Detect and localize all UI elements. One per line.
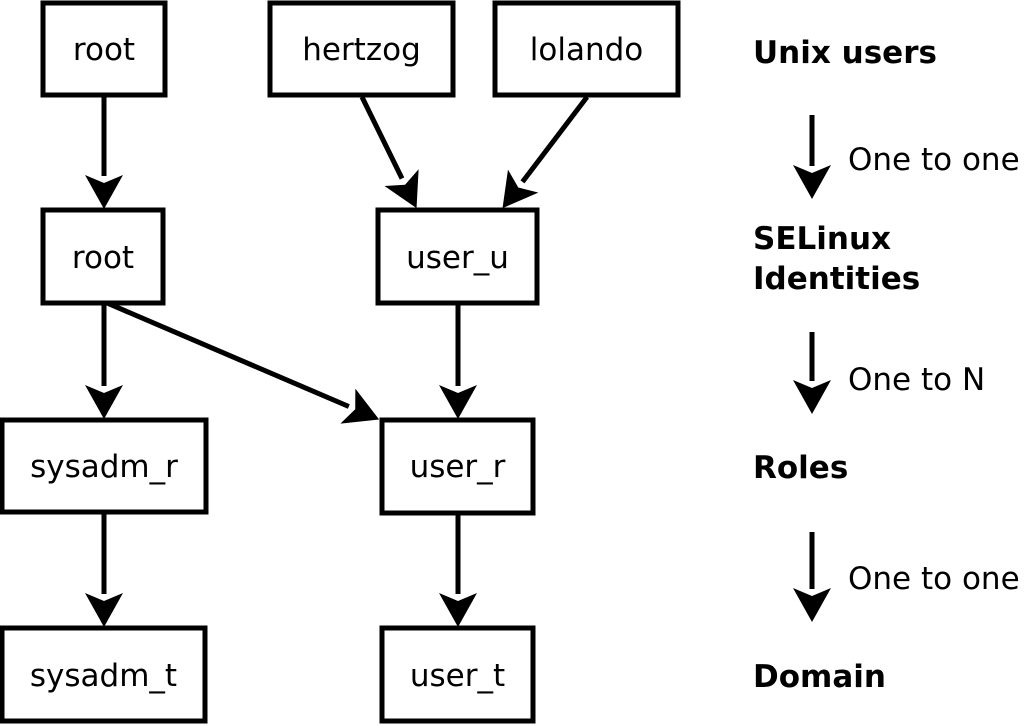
- legend-label-one-to-one-2: One to one: [848, 561, 1020, 597]
- box-role-user-r-label: user_r: [410, 449, 506, 485]
- box-domain-user-t: [379, 625, 536, 724]
- box-identity-user-u-label: user_u: [406, 240, 509, 276]
- legend-stage-identities: Identities: [753, 261, 920, 297]
- diagram-boxes: [0, 0, 681, 724]
- box-unix-lolando: [492, 0, 681, 98]
- arrow-hertzog-to-user-u: [359, 95, 419, 209]
- legend-stage-domain: Domain: [753, 659, 886, 695]
- box-unix-hertzog-label: hertzog: [302, 32, 421, 68]
- box-domain-sysadm-t: [0, 625, 208, 724]
- box-role-user-r: [379, 417, 536, 516]
- diagram-box-labels: root hertzog lolando root user_u sysadm_…: [30, 32, 643, 694]
- box-role-sysadm-r: [0, 417, 209, 515]
- box-unix-root: [40, 0, 168, 98]
- legend-label-one-to-one-1: One to one: [848, 142, 1020, 178]
- box-identity-root: [40, 207, 166, 306]
- legend-stage-selinux: SELinux: [753, 221, 891, 257]
- box-unix-hertzog: [267, 0, 456, 98]
- box-unix-root-label: root: [73, 32, 135, 68]
- box-domain-user-t-label: user_t: [410, 658, 505, 694]
- box-identity-root-label: root: [72, 240, 134, 276]
- legend-label-one-to-n: One to N: [848, 362, 985, 398]
- diagram-legend: Unix users One to one SELinux Identities…: [753, 35, 1020, 695]
- diagram-edges: [85, 95, 589, 627]
- box-role-sysadm-r-label: sysadm_r: [30, 449, 178, 485]
- arrow-lolando-to-user-u: [502, 95, 589, 209]
- arrow-identity-root-to-user-r: [106, 300, 380, 424]
- legend-stage-roles: Roles: [753, 450, 848, 486]
- box-domain-sysadm-t-label: sysadm_t: [30, 658, 177, 694]
- box-unix-lolando-label: lolando: [530, 32, 643, 68]
- box-identity-user-u: [375, 207, 540, 306]
- legend-stage-unix-users: Unix users: [753, 35, 937, 71]
